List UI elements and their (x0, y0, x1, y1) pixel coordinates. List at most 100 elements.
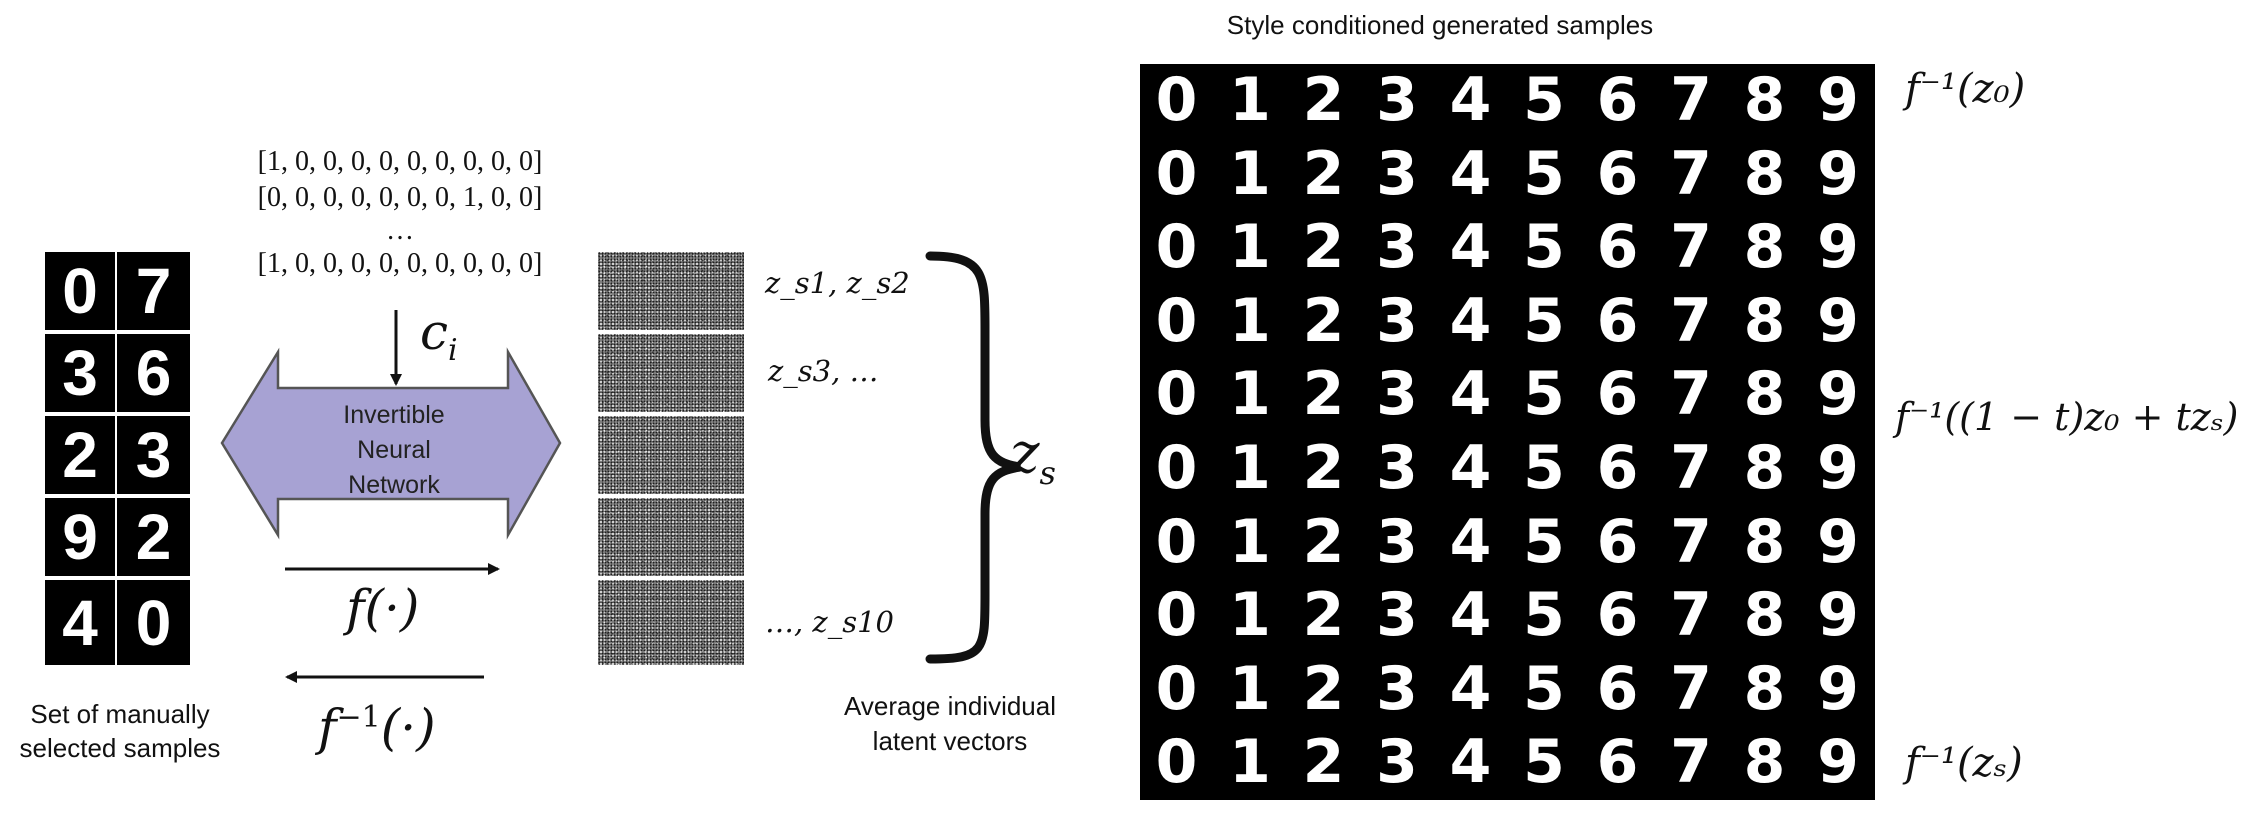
generated-digit: 4 (1449, 506, 1492, 577)
generated-digit: 3 (1376, 65, 1418, 135)
generated-digit: 5 (1523, 138, 1565, 209)
generated-digit: 9 (1817, 285, 1859, 356)
sample-tile-r3c1: 2 (45, 416, 115, 494)
latent-tile-3 (598, 416, 744, 494)
generated-digit: 5 (1523, 285, 1565, 356)
condition-vectors: [1, 0, 0, 0, 0, 0, 0, 0, 0, 0] [0, 0, 0,… (200, 144, 600, 282)
selected-samples-caption: Set of manually selected samples (0, 697, 240, 765)
generated-digit: 1 (1229, 359, 1271, 430)
generated-digit: 4 (1449, 212, 1492, 283)
generated-digit: 2 (1302, 727, 1345, 798)
generated-digit: 8 (1743, 212, 1786, 283)
generated-digit: 0 (1155, 65, 1198, 135)
generated-digit: 3 (1376, 359, 1418, 430)
latent-label-mid: z_s3, … (768, 354, 879, 388)
latent-tile-2 (598, 334, 744, 412)
generated-digit: 5 (1523, 65, 1565, 135)
generated-digit: 5 (1523, 653, 1565, 724)
generated-digit: 7 (1670, 285, 1712, 356)
generated-digit: 5 (1523, 506, 1565, 577)
generated-digit: 9 (1817, 727, 1859, 798)
sample-tile-r5c2: 0 (117, 580, 190, 665)
sample-tile-r3c2: 3 (117, 416, 190, 494)
latent-brace (925, 251, 1021, 664)
latent-tile-1 (598, 252, 744, 330)
generated-digit: 5 (1523, 727, 1565, 798)
sample-tile-r5c1: 4 (45, 580, 115, 665)
generated-digit: 7 (1670, 727, 1712, 798)
generated-digit: 1 (1229, 285, 1271, 356)
generated-label-bottom: f⁻¹(zₛ) (1905, 740, 2023, 786)
network-label: Invertible Neural Network (290, 398, 498, 503)
generated-digit: 0 (1155, 138, 1198, 209)
generated-digit: 3 (1376, 580, 1418, 651)
sample-tile-r1c1: 0 (45, 252, 115, 330)
generated-digit: 4 (1449, 285, 1492, 356)
generated-digit: 6 (1596, 506, 1639, 577)
condition-vector-2: [0, 0, 0, 0, 0, 0, 0, 1, 0, 0] (257, 182, 543, 213)
generated-digit: 6 (1596, 433, 1639, 503)
generated-digit: 9 (1817, 359, 1859, 430)
generated-digit: 6 (1596, 212, 1639, 283)
generated-title: Style conditioned generated samples (1226, 10, 1654, 40)
latent-tile-5 (598, 580, 744, 665)
sample-tile-r1c2: 7 (117, 252, 190, 330)
generated-digit: 8 (1743, 506, 1786, 577)
generated-digit: 3 (1376, 212, 1418, 283)
generated-digit: 6 (1596, 285, 1639, 356)
generated-digit: 9 (1817, 506, 1859, 577)
generated-digit: 2 (1302, 285, 1345, 356)
generated-digit: 4 (1449, 580, 1492, 651)
generated-digit: 0 (1155, 433, 1198, 503)
generated-digit: 9 (1817, 433, 1859, 503)
generated-digit: 0 (1155, 506, 1198, 577)
inverse-function-label: f−1(·) (318, 698, 436, 757)
generated-digit: 3 (1376, 653, 1418, 724)
generated-digit: 8 (1743, 433, 1786, 503)
selected-samples-caption-line1: Set of manually (30, 699, 210, 729)
generated-digit: 1 (1229, 65, 1271, 135)
generated-digit: 2 (1302, 433, 1345, 503)
generated-digit: 2 (1302, 138, 1345, 209)
generated-digit: 6 (1596, 359, 1639, 430)
forward-function-label: f(·) (346, 579, 420, 637)
selected-samples-caption-line2: selected samples (19, 733, 221, 763)
generated-digit: 8 (1743, 138, 1786, 209)
generated-digit: 9 (1817, 138, 1859, 209)
generated-digit: 4 (1449, 65, 1492, 135)
generated-digit: 1 (1229, 653, 1271, 724)
generated-digit: 8 (1743, 285, 1786, 356)
generated-digit: 9 (1817, 580, 1859, 651)
generated-digit: 7 (1670, 653, 1712, 724)
generated-digit: 1 (1229, 212, 1271, 283)
generated-digit: 2 (1302, 580, 1345, 651)
generated-digit: 5 (1523, 359, 1565, 430)
generated-digit: 7 (1670, 359, 1712, 430)
generated-digit: 3 (1376, 138, 1418, 209)
generated-digit: 0 (1155, 727, 1198, 798)
generated-digit: 0 (1155, 653, 1198, 724)
generated-digit: 8 (1743, 727, 1786, 798)
generated-digit: 6 (1596, 727, 1639, 798)
generated-digit: 6 (1596, 580, 1639, 651)
sample-tile-r4c2: 2 (117, 498, 190, 576)
generated-label-top: f⁻¹(z₀) (1905, 66, 2026, 112)
generated-digit: 8 (1743, 580, 1786, 651)
network-label-line2: Neural (357, 436, 431, 464)
latent-caption: Average individual latent vectors (815, 689, 1085, 759)
generated-digit: 0 (1155, 285, 1198, 356)
generated-digit: 0 (1155, 359, 1198, 430)
generated-digit: 2 (1302, 212, 1345, 283)
latent-caption-line1: Average individual (844, 691, 1056, 721)
generated-digit: 7 (1670, 138, 1712, 209)
condition-vector-1: [1, 0, 0, 0, 0, 0, 0, 0, 0, 0] (257, 146, 543, 177)
generated-digit: 4 (1449, 653, 1492, 724)
generated-digit: 3 (1376, 433, 1418, 503)
generated-digit: 9 (1817, 65, 1859, 135)
latent-label-top: z_s1, z_s2 (765, 266, 910, 300)
generated-digit: 7 (1670, 433, 1712, 503)
condition-symbol: ci (420, 303, 458, 368)
generated-digit: 7 (1670, 580, 1712, 651)
generated-digit: 1 (1229, 506, 1271, 577)
